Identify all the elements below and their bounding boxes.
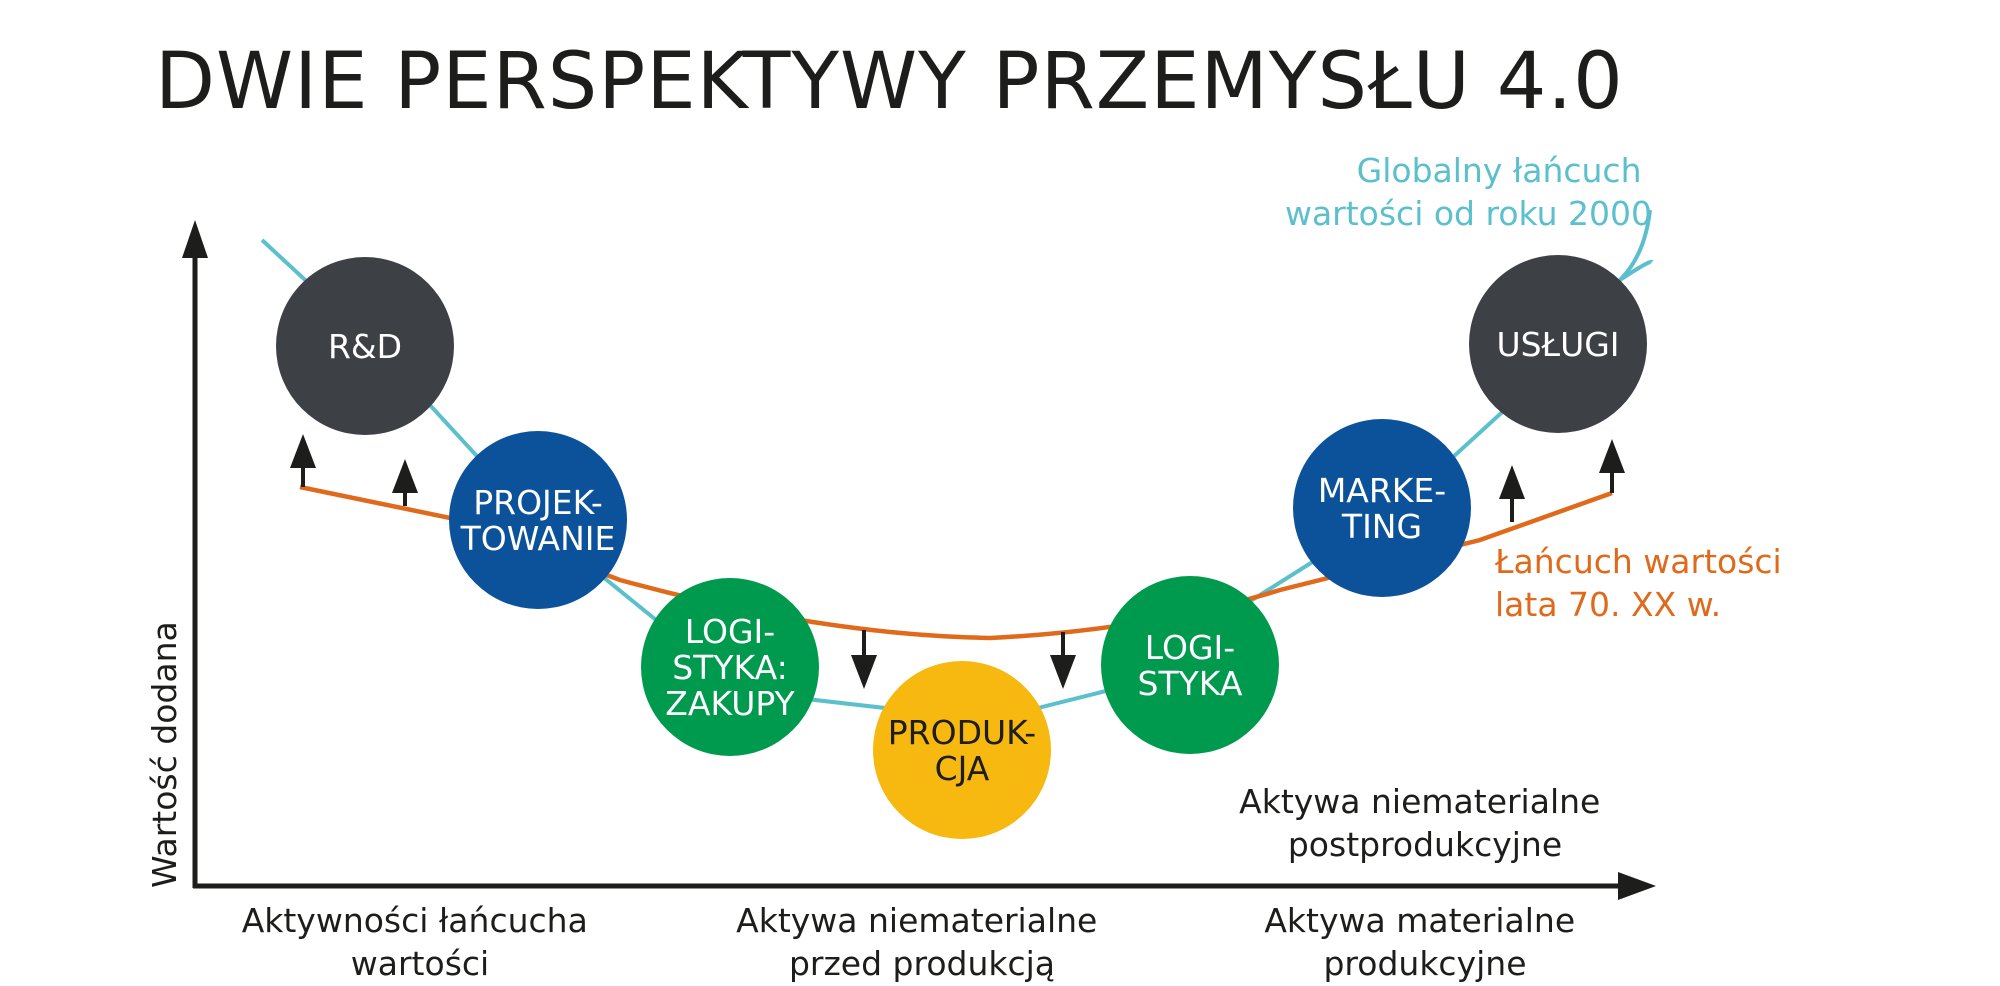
up-arrow-icon [1599,439,1625,493]
global-curve-label: Globalny łańcuch wartości od roku 2000 [1285,151,1652,233]
page-title: DWIE PERSPEKTYWY PRZEMYSŁU 4.0 [155,37,1624,127]
node-label: CJA [935,749,990,788]
node-label: PRODUK- [888,713,1036,752]
node-circle [276,257,454,435]
node-label: PROJEK- [473,483,602,522]
down-arrow-icon [1050,632,1076,689]
node-produkcja: PRODUK-CJA [873,661,1051,839]
node-label: USŁUGI [1496,325,1619,364]
bottom-label-value-chain: Aktywności łańcucha wartości [242,901,599,983]
node-logistyka: LOGI-STYKA [1101,576,1279,754]
y-axis [182,220,208,888]
up-arrow-icon [1499,465,1525,522]
bottom-label-line: produkcyjne [1323,944,1526,983]
bottom-label-line: Aktywa niematerialne [736,901,1097,940]
down-arrow-icon [851,630,877,689]
node-label: R&D [328,327,402,366]
node-circle [873,661,1051,839]
seventies-curve-label-line: lata 70. XX w. [1495,585,1721,624]
node-label: TOWANIE [460,519,616,558]
node-label: LOGI- [1145,628,1235,667]
up-arrow-icon [392,459,418,506]
node-circle [1469,255,1647,433]
bottom-label-line: Aktywności łańcucha [242,901,588,940]
post-production-label-line: Aktywa niematerialne [1239,782,1600,821]
node-circle [1293,419,1471,597]
up-arrow-icon [290,434,316,487]
node-label: ZAKUPY [665,684,795,723]
bottom-label-line: przed produkcją [789,944,1055,983]
x-axis [193,872,1656,900]
global-curve-label-line: Globalny łańcuch [1357,151,1642,190]
bottom-label-line: Aktywa materialne [1264,901,1575,940]
node-circle [449,431,627,609]
node-label: LOGI- [685,612,775,651]
node-marketing: MARKE-TING [1293,419,1471,597]
node-projektowanie: PROJEK-TOWANIE [449,431,627,609]
node-label: MARKE- [1318,471,1446,510]
bottom-label-line: wartości [351,944,489,983]
node-label: TING [1341,507,1422,546]
y-axis-label: Wartość dodana [145,621,184,888]
node-rd: R&D [276,257,454,435]
post-production-label: Aktywa niematerialne postprodukcyjne [1239,782,1611,864]
bottom-label-pre-production: Aktywa niematerialne przed produkcją [736,901,1108,983]
global-value-chain-curve-tail [1618,209,1652,282]
node-circle [641,578,819,756]
post-production-label-line: postprodukcyjne [1288,825,1562,864]
node-label: STYKA: [672,648,787,687]
seventies-curve-label-line: Łańcuch wartości [1494,542,1782,581]
node-logistyka-zakupy: LOGI-STYKA:ZAKUPY [641,578,819,756]
bottom-label-production: Aktywa materialne produkcyjne [1264,901,1585,983]
seventies-curve-label: Łańcuch wartości lata 70. XX w. [1494,542,1792,624]
node-label: STYKA [1138,664,1243,703]
node-circle [1101,576,1279,754]
node-uslugi: USŁUGI [1469,255,1647,433]
global-curve-label-line: wartości od roku 2000 [1285,194,1652,233]
